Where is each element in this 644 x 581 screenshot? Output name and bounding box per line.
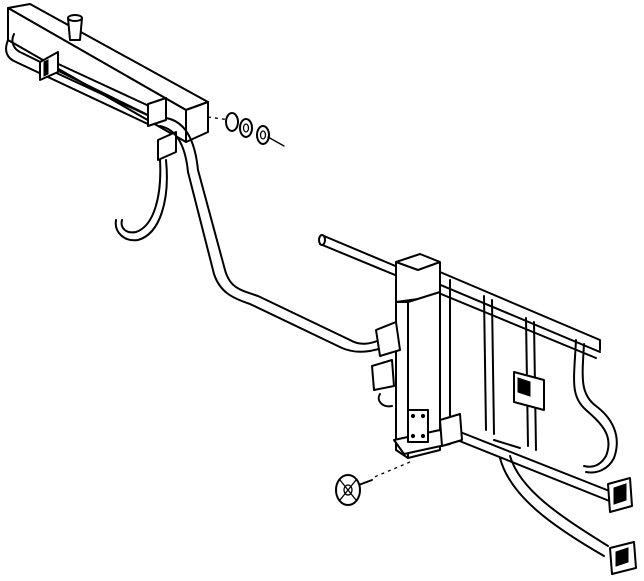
end-fitting-lower (609, 541, 637, 575)
cup-fitting (67, 14, 83, 41)
beam-end-clamps (147, 97, 177, 161)
column-base-clamp (439, 413, 463, 447)
washer-stack (207, 112, 285, 147)
right-valve-clamp (513, 371, 545, 411)
descending-pipe (159, 117, 383, 353)
end-fitting-upper (607, 477, 633, 513)
lower-pipe-run (449, 427, 613, 557)
back-plate (439, 271, 601, 431)
handwheel (335, 461, 411, 506)
lower-left-clamp (371, 321, 401, 408)
hook-pipe (114, 159, 168, 242)
upper-clamp (39, 51, 59, 81)
vertical-pipes (483, 295, 618, 474)
upper-rod (318, 234, 601, 359)
valve-column (393, 253, 451, 459)
overhead-beam (7, 3, 209, 143)
upper-pipe-run (5, 33, 163, 126)
